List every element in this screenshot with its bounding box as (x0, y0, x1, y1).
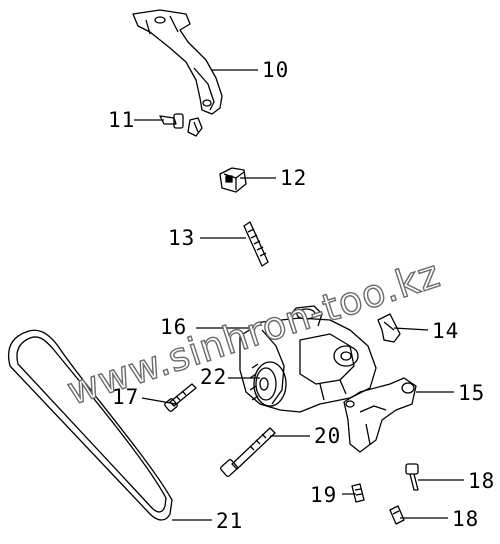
mount-bracket-part-15 (343, 377, 417, 453)
bolt-part-11 (159, 113, 203, 137)
callout-13: 13 (168, 226, 195, 250)
bolt-part-18-upper (405, 463, 419, 491)
leader-lines (134, 69, 464, 521)
callout-14: 14 (432, 319, 459, 343)
bolt-part-17 (164, 383, 197, 412)
callout-20: 20 (314, 424, 341, 448)
callout-22: 22 (200, 365, 227, 389)
nut-part-12 (219, 167, 247, 193)
bracket-part-10 (132, 9, 223, 115)
pump-part-16 (239, 305, 377, 413)
callout-18-lower: 18 (452, 507, 479, 531)
pulley-part-22 (249, 361, 287, 407)
callout-10: 10 (262, 58, 289, 82)
callout-11: 11 (108, 108, 135, 132)
callout-17: 17 (112, 385, 139, 409)
callout-21: 21 (216, 509, 243, 533)
bolt-part-19 (351, 483, 365, 503)
callout-18-upper: 18 (468, 469, 495, 493)
watermark: www.sinhron-too.kz (62, 251, 446, 413)
callout-16: 16 (160, 315, 187, 339)
clip-part-14 (377, 313, 401, 343)
callout-12: 12 (280, 166, 307, 190)
stud-part-13 (243, 221, 269, 267)
bolt-part-18-lower (389, 505, 405, 525)
callout-19: 19 (310, 483, 337, 507)
callout-15: 15 (458, 381, 485, 405)
bolt-part-20 (219, 427, 276, 477)
belt-part-21 (7, 329, 173, 521)
